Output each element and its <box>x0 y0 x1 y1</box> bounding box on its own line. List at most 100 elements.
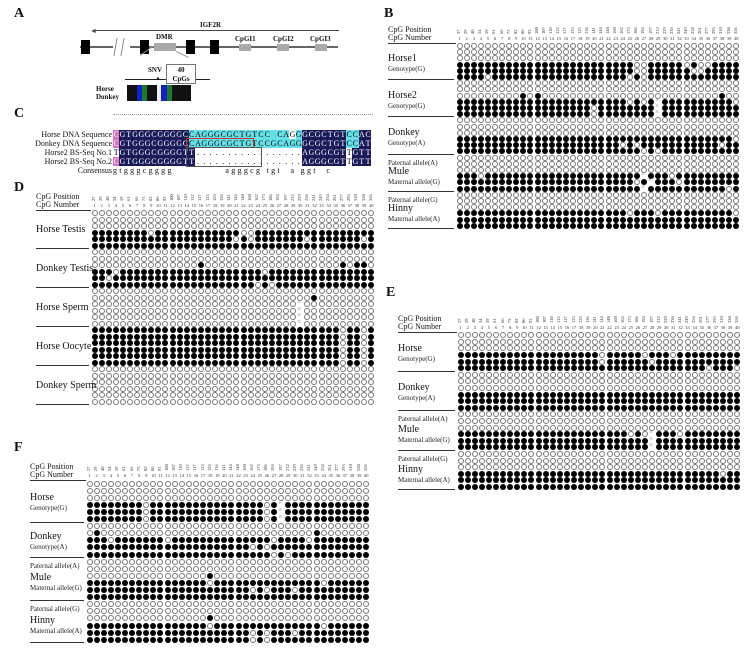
methylated-cpg-dot <box>341 551 348 558</box>
unmethylated-cpg-dot <box>249 629 256 636</box>
methylated-cpg-dot <box>662 67 669 74</box>
unmethylated-cpg-dot <box>456 123 463 130</box>
methylated-cpg-dot <box>563 444 570 451</box>
unmethylated-cpg-dot <box>641 378 648 385</box>
unmethylated-cpg-dot <box>683 80 690 87</box>
methylated-cpg-dot <box>207 544 214 551</box>
methylated-cpg-dot <box>577 67 584 74</box>
unmethylated-cpg-dot <box>463 92 470 99</box>
unmethylated-cpg-dot <box>535 345 542 352</box>
unmethylated-cpg-dot <box>242 480 249 487</box>
unmethylated-cpg-dot <box>484 117 491 124</box>
unmethylated-cpg-dot <box>528 338 535 346</box>
methylated-cpg-dot <box>484 185 491 192</box>
methylated-cpg-dot <box>242 586 249 594</box>
methylated-cpg-dot <box>247 281 254 289</box>
methylated-cpg-dot <box>150 629 157 636</box>
unmethylated-cpg-dot <box>534 191 541 198</box>
methylated-cpg-dot <box>584 67 591 74</box>
unmethylated-cpg-dot <box>670 411 677 418</box>
methylated-cpg-dot <box>334 586 341 594</box>
methylated-cpg-dot <box>727 477 734 484</box>
methylated-cpg-dot <box>126 340 134 347</box>
unmethylated-cpg-dot <box>105 262 112 269</box>
methylated-cpg-dot <box>663 352 670 359</box>
unmethylated-cpg-dot <box>528 332 535 339</box>
clone-row <box>86 594 370 601</box>
methylated-cpg-dot <box>143 629 150 636</box>
unmethylated-cpg-dot <box>247 294 254 302</box>
methylated-cpg-dot <box>507 437 514 445</box>
methylated-cpg-dot <box>261 340 268 347</box>
unmethylated-cpg-dot <box>727 424 734 431</box>
unmethylated-cpg-dot <box>100 530 107 537</box>
unmethylated-cpg-dot <box>105 249 112 256</box>
methylated-cpg-dot <box>114 508 121 515</box>
methylated-cpg-dot <box>726 179 733 186</box>
unmethylated-cpg-dot <box>353 366 361 373</box>
methylated-cpg-dot <box>105 268 112 276</box>
unmethylated-cpg-dot <box>563 418 570 425</box>
methylated-cpg-dot <box>157 551 164 558</box>
methylated-cpg-dot <box>155 333 162 341</box>
methylated-cpg-dot <box>649 365 656 372</box>
methylated-cpg-dot <box>477 136 484 143</box>
methylated-cpg-dot <box>457 358 464 365</box>
unmethylated-cpg-dot <box>150 494 157 501</box>
unmethylated-cpg-dot <box>334 608 341 615</box>
unmethylated-cpg-dot <box>648 117 655 124</box>
unmethylated-cpg-dot <box>669 198 676 205</box>
unmethylated-cpg-dot <box>176 366 183 373</box>
methylated-cpg-dot <box>299 629 306 636</box>
unmethylated-cpg-dot <box>228 565 235 572</box>
unmethylated-cpg-dot <box>734 418 741 425</box>
unmethylated-cpg-dot <box>578 345 585 352</box>
methylated-cpg-dot <box>157 508 164 515</box>
unmethylated-cpg-dot <box>169 255 176 263</box>
methylated-cpg-dot <box>492 365 500 372</box>
clone-row <box>457 358 741 365</box>
methylated-cpg-dot <box>292 636 299 643</box>
unmethylated-cpg-dot <box>549 424 556 431</box>
methylated-cpg-dot <box>555 142 562 149</box>
methylated-cpg-dot <box>164 636 171 643</box>
methylated-cpg-dot <box>570 61 577 68</box>
unmethylated-cpg-dot <box>320 480 327 487</box>
methylated-cpg-dot <box>555 185 562 192</box>
unmethylated-cpg-dot <box>176 307 183 315</box>
unmethylated-cpg-dot <box>506 43 513 50</box>
methylated-cpg-dot <box>534 148 541 155</box>
methylated-cpg-dot <box>499 111 506 118</box>
unmethylated-cpg-dot <box>640 61 647 68</box>
unmethylated-cpg-dot <box>126 379 134 386</box>
unmethylated-cpg-dot <box>100 572 107 579</box>
clone-row <box>456 210 740 217</box>
unmethylated-cpg-dot <box>697 92 704 99</box>
unmethylated-cpg-dot <box>190 320 197 328</box>
methylated-cpg-dot <box>563 358 570 365</box>
methylated-cpg-dot <box>278 537 285 544</box>
unmethylated-cpg-dot <box>185 608 192 615</box>
unmethylated-cpg-dot <box>698 345 705 352</box>
methylated-cpg-dot <box>535 398 542 405</box>
gene-line-2 <box>130 46 338 48</box>
methylated-cpg-dot <box>261 333 268 341</box>
methylated-cpg-dot <box>318 236 325 243</box>
methylated-cpg-dot <box>221 537 228 544</box>
unmethylated-cpg-dot <box>242 565 249 572</box>
unmethylated-cpg-dot <box>98 372 105 380</box>
unmethylated-cpg-dot <box>86 565 93 572</box>
unmethylated-cpg-dot <box>619 154 626 161</box>
methylated-cpg-dot <box>698 365 705 372</box>
methylated-cpg-dot <box>150 508 157 515</box>
unmethylated-cpg-dot <box>313 601 320 608</box>
unmethylated-cpg-dot <box>670 338 677 346</box>
unmethylated-cpg-dot <box>491 80 499 87</box>
methylation-grid-donkey <box>457 371 741 412</box>
clone-row <box>456 183 740 192</box>
unmethylated-cpg-dot <box>641 352 648 359</box>
clone-row <box>456 123 740 130</box>
unmethylated-cpg-dot <box>318 398 325 406</box>
unmethylated-cpg-dot <box>513 92 520 99</box>
unmethylated-cpg-dot <box>162 320 169 328</box>
